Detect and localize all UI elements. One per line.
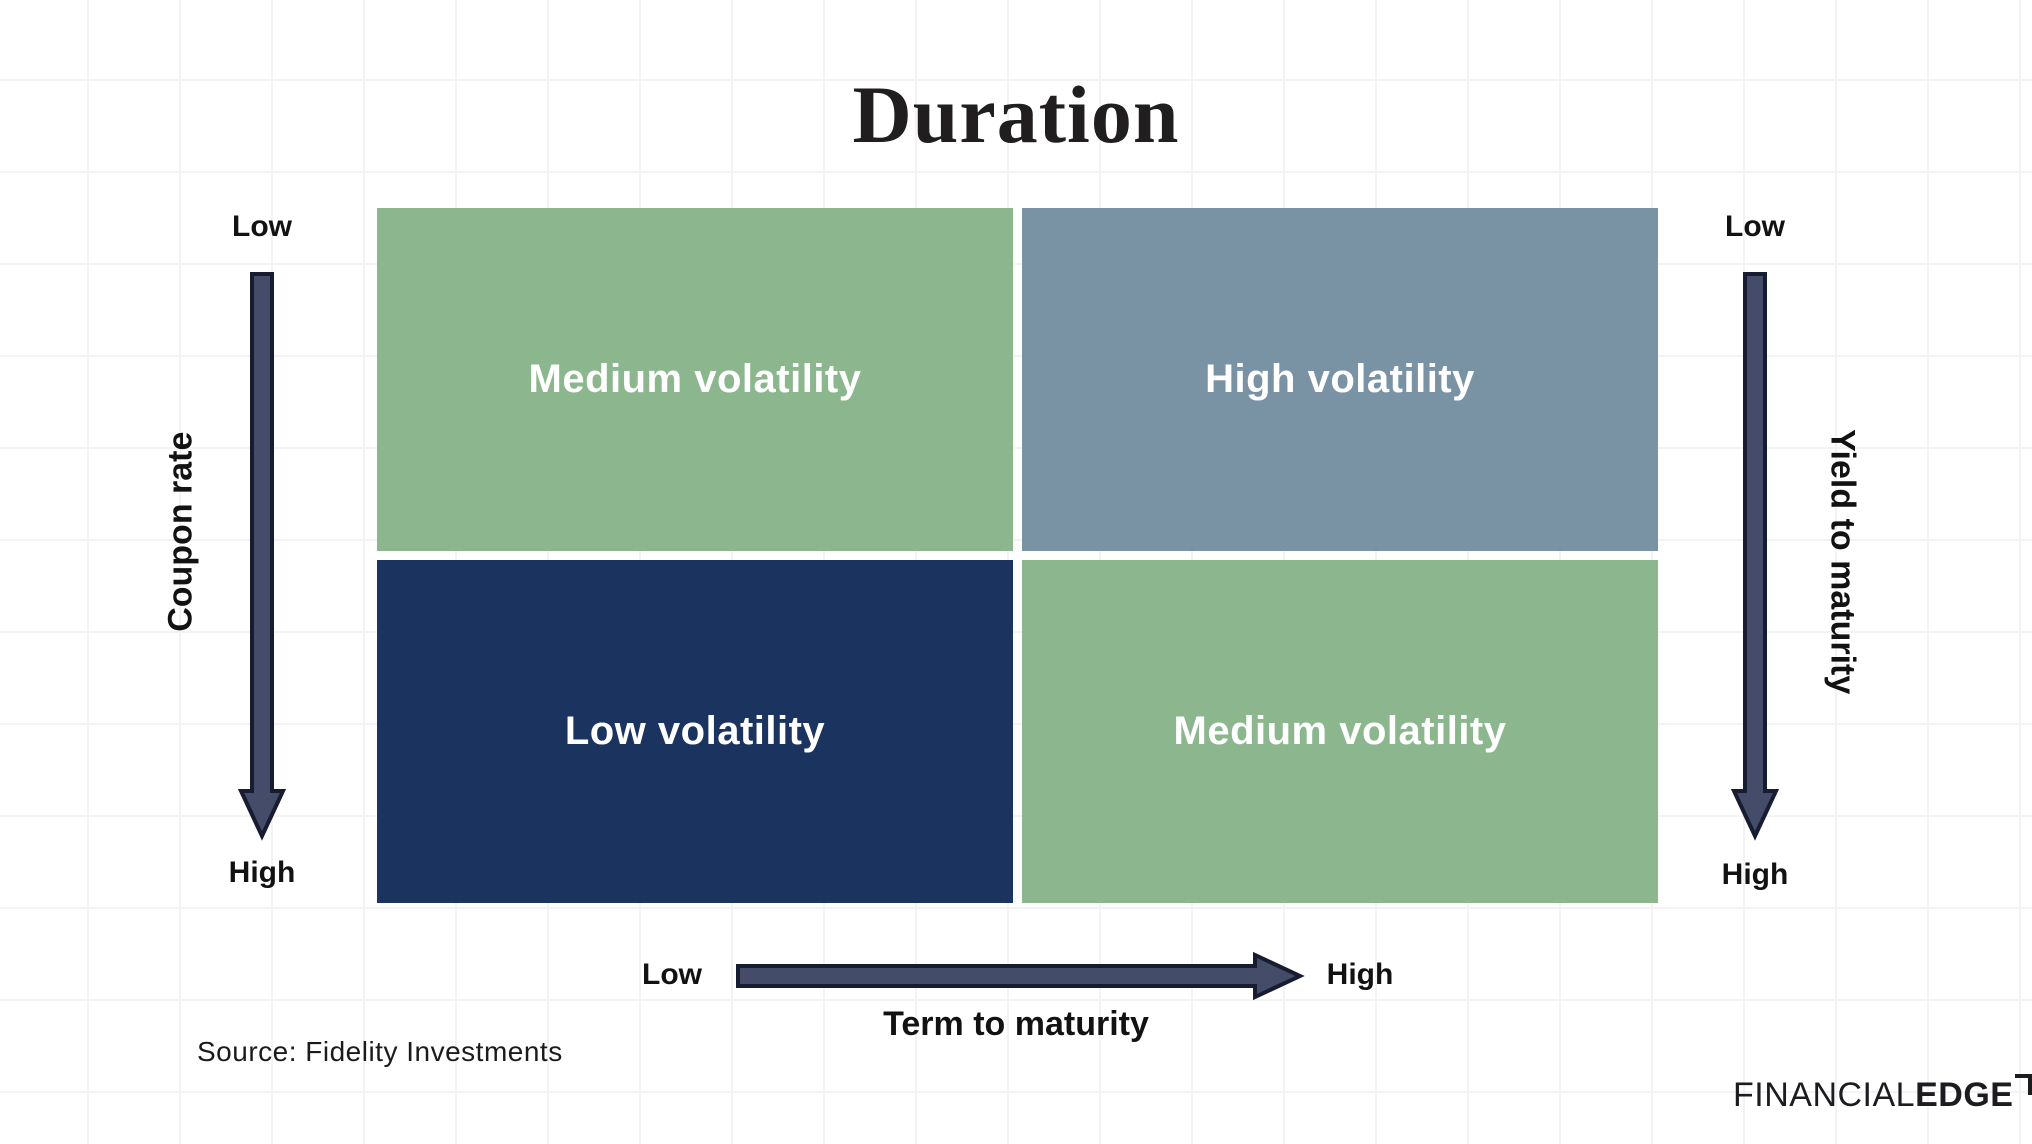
page-title: Duration	[852, 69, 1180, 160]
yield-down-arrow-icon	[1731, 272, 1779, 841]
quadrant-top-right-label: High volatility	[1205, 357, 1475, 401]
coupon-rate-axis-title: Coupon rate	[161, 431, 200, 632]
term-high-label: High	[1326, 958, 1394, 991]
quadrant-top-left-label: Medium volatility	[528, 357, 862, 401]
term-axis-title: Term to maturity	[883, 1005, 1149, 1043]
quadrant-bottom-left: Low volatility	[377, 560, 1013, 903]
quadrant-top-left: Medium volatility	[377, 208, 1013, 551]
yield-low-label: Low	[1725, 210, 1785, 243]
coupon-rate-high-label: High	[228, 856, 296, 889]
yield-high-label: High	[1721, 858, 1789, 891]
yield-axis-title: Yield to maturity	[1823, 429, 1862, 695]
logo-text-edge: EDGE	[1915, 1076, 2014, 1114]
logo-text-financial: FINANCIAL	[1733, 1075, 1916, 1115]
coupon-rate-down-arrow-icon	[238, 272, 286, 841]
logo-corner-bracket-icon	[2015, 1074, 2032, 1095]
coupon-rate-low-label: Low	[232, 210, 292, 243]
quadrant-matrix: Medium volatility High volatility Low vo…	[377, 208, 1658, 903]
source-note: Source: Fidelity Investments	[197, 1036, 563, 1067]
quadrant-bottom-right-label: Medium volatility	[1173, 709, 1507, 753]
term-right-arrow-icon	[736, 952, 1305, 1000]
term-low-label: Low	[642, 958, 702, 991]
quadrant-top-right: High volatility	[1022, 208, 1658, 551]
quadrant-bottom-right: Medium volatility	[1022, 560, 1658, 903]
quadrant-bottom-left-label: Low volatility	[564, 709, 826, 753]
